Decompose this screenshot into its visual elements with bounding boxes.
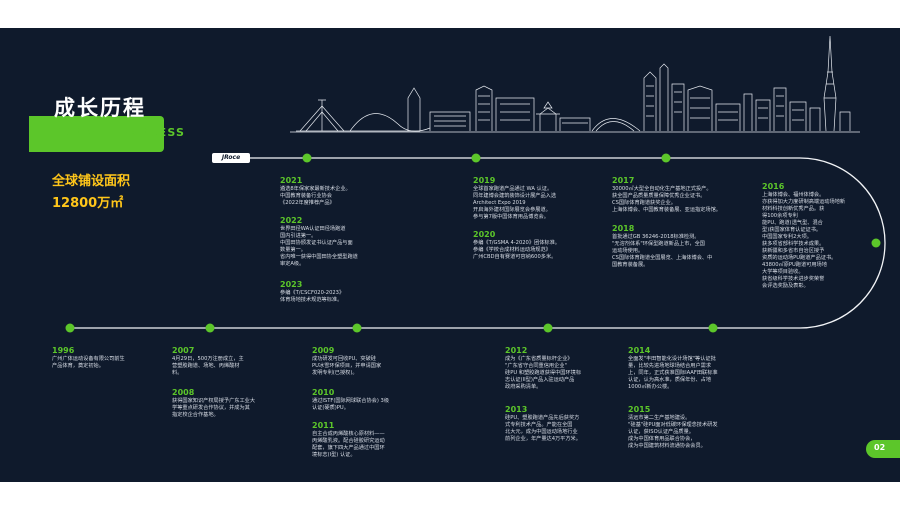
dot-2012 (543, 323, 553, 333)
timeline-dots (65, 153, 881, 333)
page-title: 成长历程 (54, 96, 146, 120)
event-year: 2023 (280, 280, 303, 289)
event-year: 2015 (628, 405, 651, 414)
event-year: 2022 (280, 216, 303, 225)
event-year: 2013 (505, 405, 528, 414)
dot-2021 (302, 153, 312, 163)
event-text: 上海体博会、福州体博会。 亦获得加大力度研制高端运动场地新 材料科技创新优秀产品… (762, 192, 846, 289)
event-text: 硅PU、塑胶跑道产品先后获奖方 式专利技术产品。产能在全国 北大元，成为中国运动… (505, 415, 581, 442)
dot-1996 (65, 323, 75, 333)
skyline-illustration (65, 35, 886, 333)
event-year: 2010 (312, 388, 335, 397)
event-text: 4月29日，500万注册成立，主 营塑胶跑道、场地、丙烯酸材 料。 (172, 356, 244, 376)
event-text: 30000㎡大型全自动化生产基地正式投产。 获全国产品质量质量保障优秀企业证书。… (612, 186, 721, 213)
page-subtitle: GROWTH PROCESS (52, 126, 186, 139)
timeline-track (68, 157, 886, 329)
event-year: 2009 (312, 346, 335, 355)
event-year: 2020 (473, 230, 496, 239)
event-text: 成为《广东省质量标杆企业》 "广东省守合同重信用企业" 硅PU 和塑胶跑道获得中… (505, 356, 582, 390)
event-text: 全面发"丰田智能化设计场馆"等认证批 量，比较先进场地球场结合用户需求 上，同年… (628, 356, 718, 390)
dot-2007 (205, 323, 215, 333)
event-text: 清远市第二生产基地建设。 "硅基"硅PU面对低碳环保理念技术研发 认证，获ISO… (628, 415, 718, 449)
event-year: 2016 (762, 182, 785, 191)
dot-2017 (661, 153, 671, 163)
dot-2019 (471, 153, 481, 163)
event-year: 2021 (280, 176, 303, 185)
dot-2016 (871, 238, 881, 248)
title-banner (29, 116, 164, 152)
event-year: 2019 (473, 176, 496, 185)
event-text: 广州广体运动设备有限公司前生 产品体育，奠定初始。 (52, 356, 125, 369)
event-text: 首批通过GB 36246-2018标准检测。 "无溶剂体系"环保型跑道新品上市，… (612, 234, 713, 268)
event-text: 全球首家跑道产品通过 WA 认证。 同年建博会建筑装饰设计展产品入选 Archi… (473, 186, 557, 220)
event-text: 成功研发可回收PU、突破硅 PU冰雪环保项目，并申请国家 发明专利(已授权)。 (312, 356, 382, 376)
event-year: 2018 (612, 224, 635, 233)
event-year: 2007 (172, 346, 195, 355)
dot-2009 (352, 323, 362, 333)
event-year: 2017 (612, 176, 635, 185)
event-text: 遴选8年保家家最新技术企业。 中国教育装备行业协会 《2022年度推荐产品》 (280, 186, 351, 206)
slide (0, 28, 900, 482)
event-text: 世界田径WA认证田径场跑道 国内引进第一。 中国田协颁发证书认证产品与面 数量第… (280, 226, 358, 267)
page-number: 02 (874, 443, 886, 452)
dot-2014 (708, 323, 718, 333)
event-text: 参编《T/GSMA 4-2020》团体标准。 参编《学校合成材料运动场规范》 广… (473, 240, 560, 260)
event-text: 通过ISTF(国际网球联合协会) 3级 认证(硬质)PU。 (312, 398, 390, 411)
event-year: 2008 (172, 388, 195, 397)
event-year: 1996 (52, 346, 75, 355)
event-text: 自主合成丙烯酸核心原材料—— 丙烯酸乳液。配合硅胶研究运动 配套，旗下四大产品通… (312, 431, 385, 458)
event-text: 获得国家知识产权局授予广东工业大 学等重点研发合作协议，并成为其 指定校企合作基… (172, 398, 256, 418)
coverage-label: 全球铺设面积 (52, 174, 131, 189)
event-year: 2012 (505, 346, 528, 355)
brand-logo: JRoce (212, 153, 250, 163)
event-year: 2014 (628, 346, 651, 355)
page-number-tab (866, 440, 900, 458)
coverage-value: 12800万㎡ (52, 196, 124, 211)
event-year: 2011 (312, 421, 335, 430)
event-text: 参编《T/CSCF020-2023》 体育场地技术规范等标准。 (280, 290, 345, 303)
